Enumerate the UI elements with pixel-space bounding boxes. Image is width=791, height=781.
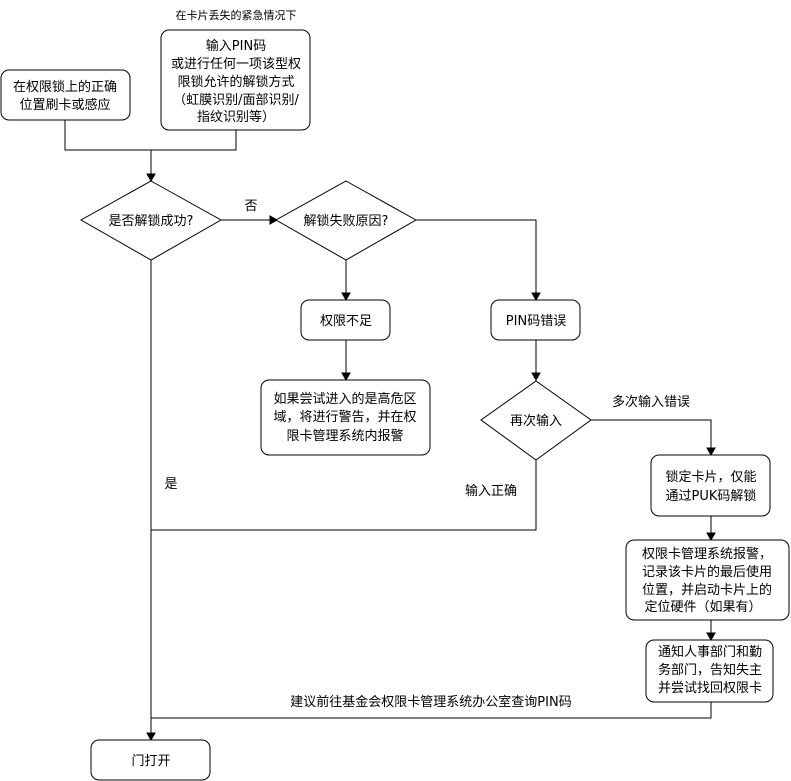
connectors (64, 120, 716, 742)
node-system-alarm: 权限卡管理系统报警， 记录该卡片的最后使用 位置，并启动卡片上的 定位硬件（如果… (625, 539, 790, 621)
edge-label-visit-office: 建议前往基金会权限卡管理系统办公室查询PIN码 (290, 694, 571, 710)
node-notify-departments-line-3: 并尝试找回权限卡 (658, 680, 762, 696)
node-swipe-card: 在权限锁上的正确 位置刷卡或感应 (0, 69, 131, 121)
edge-swipe-to-merge (64, 120, 151, 151)
node-lock-card-line-1: 锁定卡片，仅能 (665, 469, 756, 485)
arrowhead (531, 292, 541, 302)
node-pin-error-label: PIN码错误 (506, 314, 566, 329)
node-lock-card: 锁定卡片，仅能 通过PUK码解锁 (650, 454, 771, 517)
node-door-open-label: 门打开 (131, 754, 170, 769)
node-system-alarm-line-1: 权限卡管理系统报警， (642, 546, 772, 562)
node-failure-reason-label: 解锁失败原因? (304, 213, 389, 229)
arrowhead (706, 532, 716, 542)
node-system-alarm-line-3: 位置，并启动卡片上的 (642, 582, 772, 598)
node-insufficient-permission: 权限不足 (300, 299, 391, 341)
node-notify-departments-line-1: 通知人事部门和勤 (658, 644, 762, 660)
node-notify-departments: 通知人事部门和勤 务部门，告知失主 并尝试找回权限卡 (645, 639, 774, 703)
arrowhead (706, 632, 716, 642)
node-unlock-success-label: 是否解锁成功? (109, 213, 194, 229)
edge-label-yes: 是 (164, 477, 177, 492)
edge-reenter-correct (151, 460, 537, 531)
node-enter-pin-line-5: 指纹识别等） (197, 109, 275, 125)
edge-reenter-to-lock (591, 419, 712, 449)
node-swipe-card-line-1: 在权限锁上的正确 (13, 79, 117, 95)
node-re-enter-label: 再次输入 (510, 413, 562, 429)
arrowhead (146, 173, 156, 183)
node-system-alarm-line-2: 记录该卡片的最后使用 (642, 564, 772, 580)
edge-label-multiple-errors: 多次输入错误 (612, 394, 690, 410)
arrowhead (706, 447, 716, 457)
node-enter-pin-line-3: 限锁允许的解锁方式 (177, 74, 294, 90)
node-swipe-card-line-2: 位置刷卡或感应 (19, 97, 110, 113)
node-door-open: 门打开 (90, 739, 211, 781)
header-note: 在卡片丢失的紧急情况下 (176, 8, 297, 22)
node-system-alarm-line-4: 定位硬件（如果有） (644, 599, 761, 615)
node-enter-pin-line-1: 输入PIN码 (206, 38, 266, 54)
edge-pin-to-merge (151, 130, 237, 151)
node-high-risk-warning-line-1: 如果尝试进入的是高危区 (273, 391, 416, 407)
node-insufficient-permission-label: 权限不足 (320, 313, 372, 329)
arrowhead (341, 292, 351, 302)
node-enter-pin: 输入PIN码 或进行任何一项该型权 限锁允许的解锁方式 （虹膜识别/面部识别/ … (160, 29, 311, 131)
node-failure-reason: 解锁失败原因? (274, 180, 418, 261)
arrowhead (269, 215, 279, 225)
arrowhead (146, 732, 156, 742)
arrowhead (531, 372, 541, 382)
node-enter-pin-line-4: （虹膜识别/面部识别/ (173, 93, 299, 108)
edge-notify-to-main (151, 702, 712, 719)
node-unlock-success: 是否解锁成功? (79, 180, 223, 261)
node-enter-pin-line-2: 或进行任何一项该型权 (171, 56, 301, 72)
node-high-risk-warning: 如果尝试进入的是高危区 域，将进行警告，并在权 限卡管理系统内报警 (260, 379, 431, 456)
node-high-risk-warning-line-2: 域，将进行警告，并在权 (273, 409, 416, 425)
node-high-risk-warning-line-3: 限卡管理系统内报警 (286, 428, 403, 444)
edge-reason-to-pin-error (416, 219, 537, 294)
edge-label-no: 否 (244, 199, 257, 214)
node-pin-error: PIN码错误 (490, 299, 581, 341)
arrowhead (341, 372, 351, 382)
node-re-enter: 再次输入 (480, 380, 592, 461)
node-notify-departments-line-2: 务部门，告知失主 (658, 662, 762, 678)
edge-label-correct-input: 输入正确 (465, 483, 517, 499)
node-lock-card-line-2: 通过PUK码解锁 (666, 488, 757, 504)
